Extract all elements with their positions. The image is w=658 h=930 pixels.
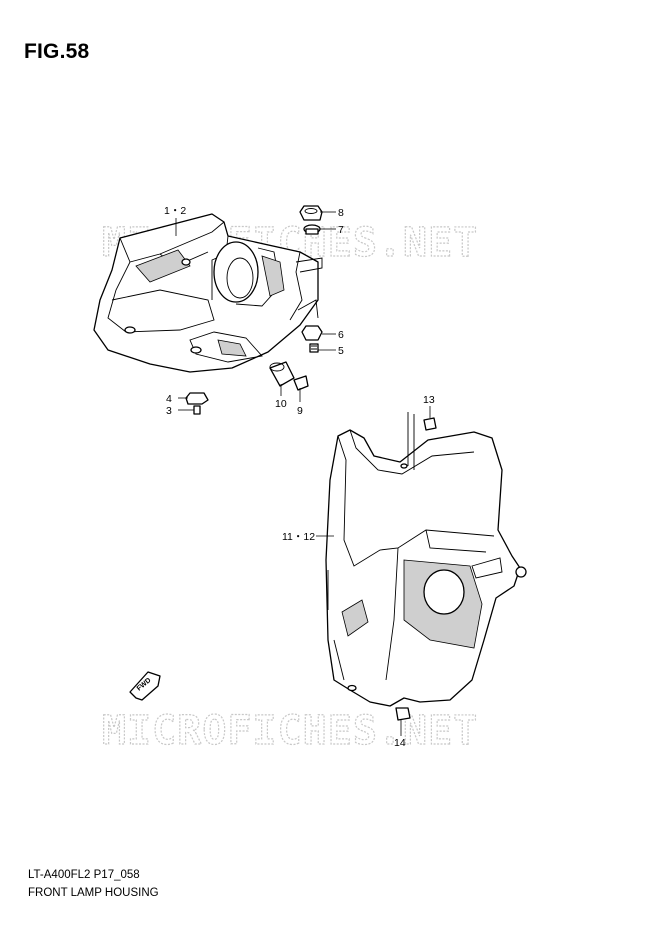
callout-10: 10	[275, 398, 287, 410]
screw-3	[193, 405, 201, 415]
callout-13: 13	[423, 394, 435, 406]
nut-4	[185, 392, 209, 405]
callout-6: 6	[338, 329, 344, 341]
lamp-housing-upper	[93, 213, 323, 373]
callout-5: 5	[338, 345, 344, 357]
callout-9: 9	[297, 405, 303, 417]
bolt-5	[309, 343, 319, 353]
fwd-arrow: FWD	[129, 671, 161, 701]
grommet-6	[301, 325, 323, 341]
callout-14: 14	[394, 737, 406, 749]
cushion-10	[269, 361, 295, 387]
callout-3: 3	[166, 405, 172, 417]
figure-title: FIG.58	[24, 40, 90, 63]
callout-1-2: 1・2	[164, 205, 186, 217]
collar-7	[303, 224, 321, 235]
callout-8: 8	[338, 207, 344, 219]
watermark-bottom: MICROFICHES.NET	[102, 708, 478, 754]
leader-lines	[175, 211, 431, 736]
callout-7: 7	[338, 224, 344, 236]
inner-panel-lower	[325, 412, 527, 707]
figure-code: LT-A400FL2 P17_058	[28, 869, 140, 881]
grommet-8	[299, 205, 323, 221]
callout-4: 4	[166, 393, 172, 405]
figure-name: FRONT LAMP HOUSING	[28, 887, 159, 899]
screw-13	[423, 417, 437, 431]
callout-11-12: 11・12	[282, 531, 315, 543]
bolt-9	[293, 375, 309, 391]
screw-14	[395, 707, 411, 721]
